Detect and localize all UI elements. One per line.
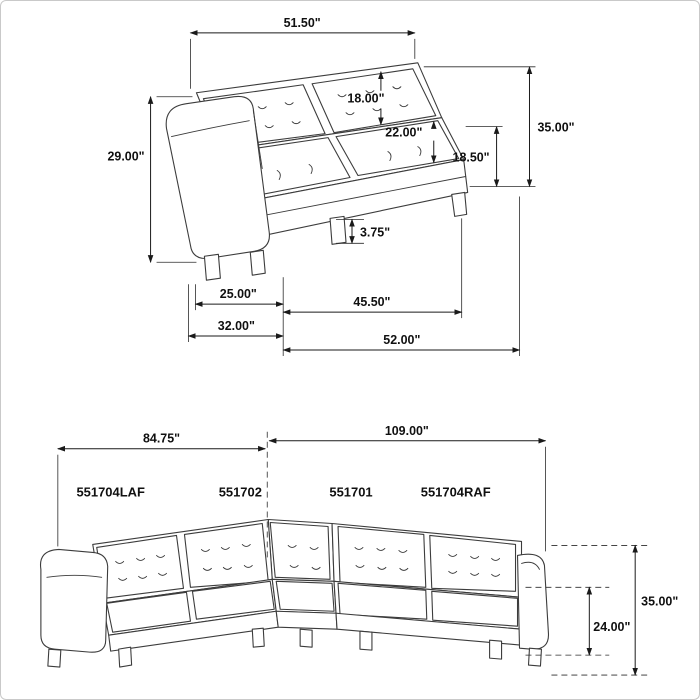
part-label-armless: 551702: [219, 485, 262, 500]
part-label-raf: 551704RAF: [421, 485, 491, 500]
dim-leg-height: 3.75": [336, 218, 390, 245]
dim-arm-height: 29.00": [108, 95, 197, 264]
dim-seat-depth: 22.00": [385, 120, 437, 164]
dim-front-left-depth: 25.00": [194, 277, 284, 356]
part-label-laf: 551704LAF: [76, 485, 144, 500]
right-seat-cushion-1: [337, 582, 428, 620]
left-arm-crease: [46, 574, 103, 578]
sofa-seat-cushion-right: [335, 120, 460, 177]
left-seat-cushion-1: [106, 591, 192, 633]
dim-arm-height-label: 29.00": [108, 150, 145, 164]
sectional-part-labels: 551704LAF 551702 551701 551704RAF: [76, 485, 490, 500]
sectional-corner-front-rail: [275, 610, 338, 630]
dim-sectional-overall-height-label: 35.00": [641, 594, 678, 608]
dim-back-cushion: 18.00": [347, 70, 385, 126]
dim-left-section-width: 84.75": [57, 432, 268, 562]
dim-seat-width-label: 45.50": [353, 295, 390, 309]
dim-side-depth-label: 32.00": [218, 319, 255, 333]
dim-sectional-arm-height: 24.00": [525, 586, 630, 656]
left-seat-cushion-2: [191, 580, 275, 620]
dim-overall-height: 35.00": [423, 66, 575, 188]
dim-sectional-overall-height: 35.00": [551, 544, 678, 676]
left-back-cushion-2: [183, 522, 269, 588]
dim-seat-depth-label: 22.00": [385, 126, 422, 140]
arm-crease: [171, 110, 263, 169]
sofa-left-arm: [165, 95, 270, 260]
dim-back-width: 51.50": [189, 16, 416, 89]
right-back-cushion-1: [337, 525, 427, 588]
sectional-legs: [47, 627, 542, 668]
dim-right-section-width: 109.00": [268, 424, 547, 552]
dim-left-section-width-label: 84.75": [143, 432, 180, 446]
dim-seat-height: 18.50": [453, 125, 503, 188]
dim-seat-width: 45.50": [282, 218, 463, 319]
dim-front-left-depth-label: 25.00": [220, 287, 257, 301]
dim-side-depth: 32.00": [187, 284, 284, 343]
sectional-right-arm: [516, 553, 549, 650]
dim-leg-height-label: 3.75": [360, 225, 390, 239]
dim-overall-width: 52.00": [282, 196, 521, 356]
loveseat-drawing: [165, 62, 469, 281]
part-label-corner: 551701: [329, 485, 372, 500]
seat-crease-marks: [276, 146, 422, 180]
corner-seat-cushion: [275, 580, 335, 612]
dim-back-width-label: 51.50": [284, 16, 321, 30]
sectional-tuft-marks: [115, 543, 501, 581]
sofa-legs: [203, 191, 468, 281]
dim-back-cushion-label: 18.00": [347, 92, 384, 106]
right-arm-crease: [521, 561, 540, 570]
corner-back-cushion: [269, 521, 331, 580]
dim-overall-width-label: 52.00": [383, 333, 420, 347]
sectional-left-arm: [39, 548, 109, 653]
sectional-drawing: [39, 518, 549, 668]
right-back-cushion-2: [429, 534, 517, 592]
dim-right-section-width-label: 109.00": [385, 424, 429, 438]
front-rail-seam: [247, 176, 467, 219]
right-seat-cushion-2: [431, 590, 519, 627]
dim-sectional-arm-height-label: 24.00": [593, 620, 630, 634]
dim-overall-height-label: 35.00": [537, 121, 574, 135]
dim-seat-height-label: 18.50": [453, 151, 490, 165]
